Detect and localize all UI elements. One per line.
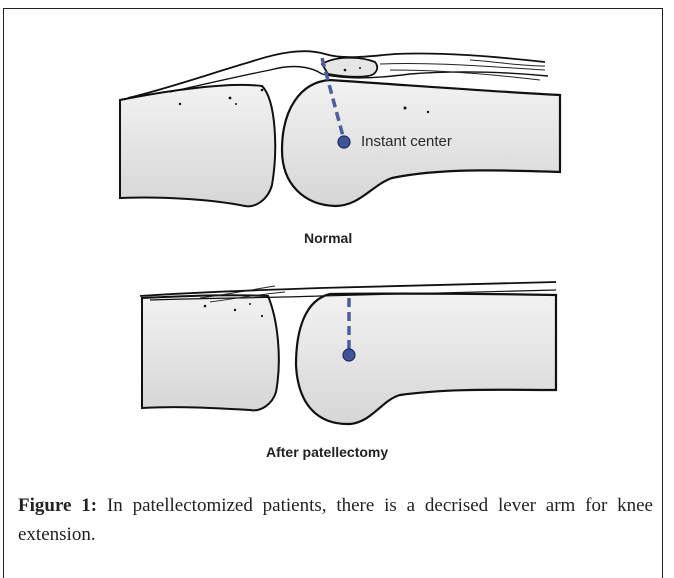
normal-knee-diagram: [120, 51, 560, 206]
caption-text: In patellectomized patients, there is a …: [18, 495, 653, 545]
instant-center-dot-after: [343, 349, 355, 361]
instant-center-label: Instant center: [361, 133, 452, 150]
tibia-bone-normal: [120, 85, 275, 206]
after-patellectomy-diagram: [140, 282, 556, 424]
caption-label: Figure 1:: [18, 495, 97, 516]
normal-label: Normal: [304, 230, 352, 246]
after-patellectomy-label: After patellectomy: [266, 444, 388, 460]
patella-normal: [322, 58, 377, 77]
femur-bone-after: [296, 294, 556, 424]
figure-caption: Figure 1: In patellectomized patients, t…: [18, 491, 653, 549]
tendon-strands-normal: [380, 60, 545, 80]
tibia-bone-after: [142, 295, 279, 410]
instant-center-dot: [338, 136, 350, 148]
